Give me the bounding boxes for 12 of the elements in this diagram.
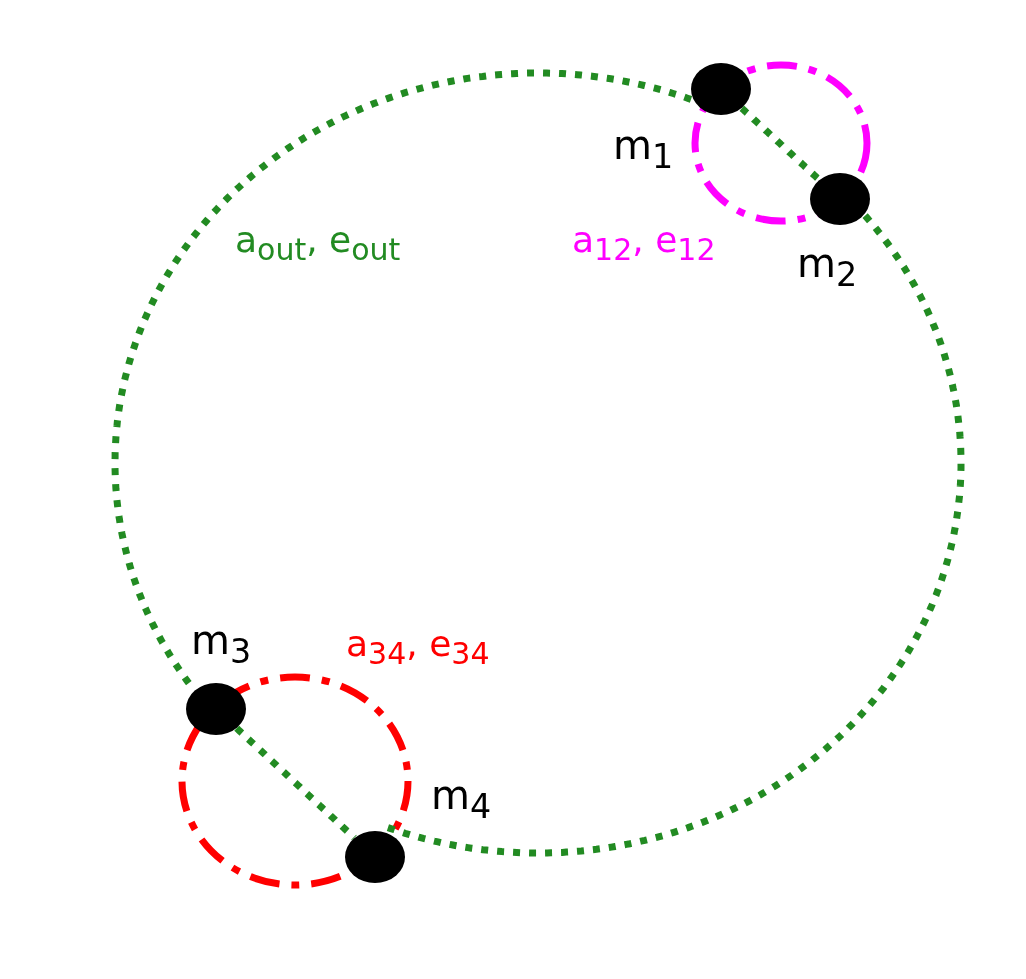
mass-label: m$_{2}$ [797,243,858,292]
mass-dot [186,683,246,735]
mass-dot [691,63,751,115]
mass-label: m$_{4}$ [431,775,492,824]
mass-dot [810,173,870,225]
orbit-parameter-label: a$_{out}$, e$_{out}$ [235,222,401,266]
orbit-line [738,105,823,183]
orbit-parameter-label: a$_{12}$, e$_{12}$ [572,222,716,266]
mass-dot [345,831,405,883]
mass-label: m$_{1}$ [613,125,674,174]
orbit-parameter-label: a$_{34}$, e$_{34}$ [346,626,490,670]
mass-label: m$_{3}$ [191,620,252,669]
